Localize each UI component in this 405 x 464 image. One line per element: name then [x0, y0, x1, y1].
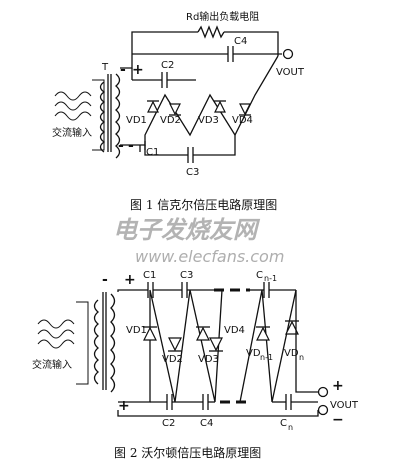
plus-sign-1b: +: [132, 62, 144, 78]
cap-cn-label: C: [280, 418, 287, 429]
cap-c4-label-2: C4: [200, 418, 213, 429]
transformer-2: [93, 292, 116, 393]
load-resistor-label: Rd输出负载电阻: [186, 10, 259, 23]
diode-vdn1: [256, 326, 270, 341]
diode-vdn: [285, 320, 299, 335]
diode-vd1: [147, 100, 159, 113]
minus-sign-1b: -: [128, 138, 134, 154]
input-label-1: 交流输入: [52, 126, 92, 139]
cap-c3-label: C3: [186, 167, 199, 178]
diode-vdn-label: VD: [284, 348, 299, 359]
cap-cn1-label: C: [256, 270, 263, 281]
out-minus-sign: −: [332, 412, 344, 428]
diode-vdn1-label: VD: [246, 348, 261, 359]
diode-vdn1-sub: n-1: [260, 353, 273, 362]
figure2-schematic: 交流输入 - + + C1 C3 C n-1: [32, 270, 359, 432]
watermark-url: www.elecfans.com: [135, 247, 284, 266]
minus-sign-1: -: [118, 138, 124, 154]
diode-vd3-2: [196, 326, 210, 341]
cap-c1-label-2: C1: [143, 270, 156, 281]
cap-c3-label-2: C3: [180, 270, 193, 281]
diode-vd1-label: VD1: [126, 115, 147, 126]
vout-label-1: VOUT: [276, 67, 305, 78]
cap-c2-label: C2: [161, 60, 174, 71]
diode-vd4-label-2: VD4: [224, 325, 245, 336]
transformer-1: [99, 73, 121, 159]
figure2-caption: 图 2 沃尔顿倍压电路原理图: [114, 445, 261, 460]
diode-vd1-label-2: VD1: [126, 325, 147, 336]
diode-vd3-label-2: VD3: [198, 354, 219, 365]
cap-c2-label-2: C2: [162, 418, 175, 429]
diode-vd1-2: [143, 326, 157, 341]
watermark-cn: 电子发烧友网: [113, 215, 261, 244]
diode-vd3: [214, 100, 226, 113]
diode-vd3-label: VD3: [198, 115, 219, 126]
diode-vd2-label: VD2: [160, 115, 181, 126]
diode-vd4: [239, 103, 251, 116]
diode-vdn-sub: n: [299, 353, 304, 362]
diode-vd4-2: [209, 337, 223, 352]
ac-input-symbol-1: [54, 79, 105, 151]
diode-vd2-label-2: VD2: [162, 354, 183, 365]
figure1-schematic: 交流输入 T - + - - Rd输出负载电阻 C4 VOUT C2: [52, 10, 305, 178]
vout-label-2: VOUT: [330, 400, 359, 411]
cap-c4-label: C4: [234, 36, 247, 47]
ac-input-symbol-2: [37, 301, 89, 385]
out-plus-sign: +: [332, 378, 344, 394]
plus-sign-1: -: [120, 62, 126, 78]
figure1-caption: 图 1 信克尔倍压电路原理图: [130, 197, 277, 212]
input-label-2: 交流输入: [32, 358, 72, 371]
plus-sign-2: +: [124, 272, 136, 288]
cap-c1-label: C1: [146, 147, 159, 158]
cap-cn1-sub: n-1: [264, 274, 277, 283]
diode-vd2-2: [168, 337, 182, 352]
cap-cn-sub: n: [288, 423, 293, 432]
diode-vd4-label: VD4: [232, 115, 253, 126]
diode-vd2: [169, 103, 181, 116]
transformer-label: T: [101, 62, 109, 73]
plus-sign-2b: +: [118, 398, 130, 414]
minus-sign-2: -: [102, 272, 108, 288]
